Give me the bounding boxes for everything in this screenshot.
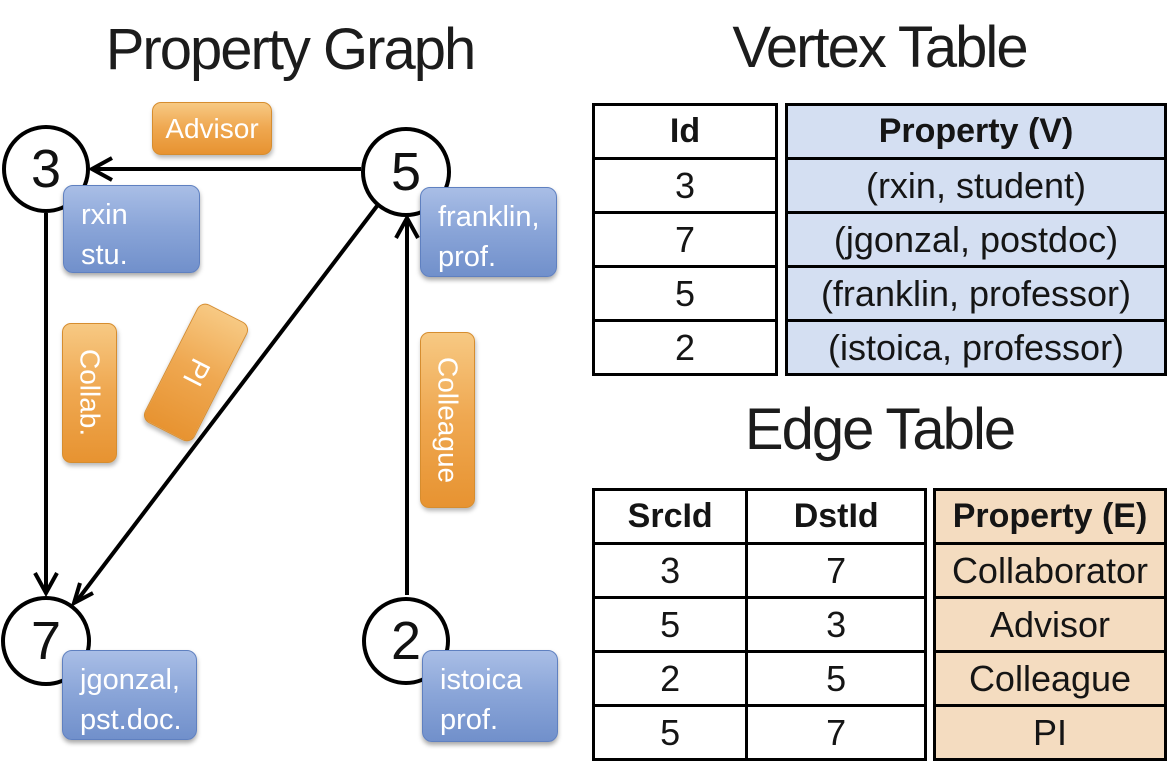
edge-label-advisor: Advisor	[152, 102, 272, 155]
table-cell: (istoica, professor)	[785, 319, 1167, 376]
table-cell: 7	[745, 542, 927, 599]
vertex-property-line: franklin,	[438, 201, 540, 233]
property-graph-title: Property Graph	[105, 17, 477, 82]
table-cell: 2	[591, 650, 749, 707]
table-cell: 5	[745, 650, 927, 707]
vertex-table-property-header: Property (V)	[785, 103, 1167, 160]
graph-node-2: 2	[362, 597, 450, 685]
table-cell: Collaborator	[933, 542, 1167, 599]
edge-table-title: Edge Table	[744, 397, 1016, 462]
table-cell: (franklin, professor)	[785, 265, 1167, 322]
vertex-table-id-header: Id	[592, 103, 778, 160]
vertex-property-line: istoica	[440, 664, 523, 696]
vertex-property-box-2: istoica prof.	[422, 650, 558, 742]
node-id-label: 5	[390, 142, 422, 202]
vertex-property-box-7: jgonzal, pst.doc.	[62, 650, 197, 740]
table-cell: Colleague	[933, 650, 1167, 707]
edge-label-colleague: Colleague	[420, 332, 475, 508]
node-id-label: 3	[30, 139, 62, 199]
edge-label-text: PI	[176, 353, 217, 392]
table-cell: Advisor	[933, 596, 1167, 653]
table-cell: 5	[591, 596, 749, 653]
table-cell: (jgonzal, postdoc)	[785, 211, 1167, 268]
edge-table-property-header: Property (E)	[933, 488, 1167, 545]
vertex-property-line: prof.	[440, 704, 499, 736]
vertex-property-line: jgonzal,	[80, 664, 180, 696]
graph-edges-canvas	[33, 156, 420, 607]
edge-label-text: Collab.	[74, 349, 106, 437]
table-cell: 3	[745, 596, 927, 653]
edge-label-collab: Collab.	[62, 323, 117, 463]
table-cell: 3	[591, 542, 749, 599]
edge-pi-line	[74, 204, 379, 604]
table-cell: 7	[745, 704, 927, 761]
vertex-property-line: prof.	[438, 241, 497, 273]
edge-label-text: Colleague	[432, 356, 464, 484]
vertex-property-box-5: franklin, prof.	[420, 187, 557, 277]
table-cell: 2	[592, 319, 778, 376]
edge-colleague-arrowhead-icon	[394, 213, 420, 239]
edge-label-text: Advisor	[165, 112, 259, 144]
table-cell: PI	[933, 704, 1167, 761]
vertex-table-title: Vertex Table	[732, 15, 1028, 80]
vertex-property-box-3: rxin stu.	[63, 185, 200, 273]
edge-table-src-header: SrcId	[591, 488, 749, 545]
edge-table-property-column: Property (E) Collaborator Advisor Collea…	[933, 488, 1167, 761]
edge-collab-arrowhead-icon	[33, 572, 59, 598]
vertex-table-property-column: Property (V) (rxin, student) (jgonzal, p…	[785, 103, 1167, 376]
table-cell: 7	[592, 211, 778, 268]
table-cell: 5	[591, 704, 749, 761]
edge-table-src-dst-columns: SrcId DstId 3 7 5 3 2 5 5 7	[591, 488, 927, 761]
edge-table-dst-header: DstId	[745, 488, 927, 545]
edge-pi-arrowhead-icon	[70, 582, 94, 607]
vertex-table-id-column: Id 3 7 5 2	[592, 103, 778, 376]
vertex-property-line: stu.	[81, 239, 128, 271]
node-id-label: 7	[30, 611, 62, 671]
vertex-property-line: pst.doc.	[80, 704, 182, 736]
table-cell: 5	[592, 265, 778, 322]
vertex-property-line: rxin	[81, 199, 128, 231]
table-cell: 3	[592, 157, 778, 214]
table-cell: (rxin, student)	[785, 157, 1167, 214]
edge-advisor-arrowhead-icon	[87, 156, 113, 182]
node-id-label: 2	[390, 611, 422, 671]
